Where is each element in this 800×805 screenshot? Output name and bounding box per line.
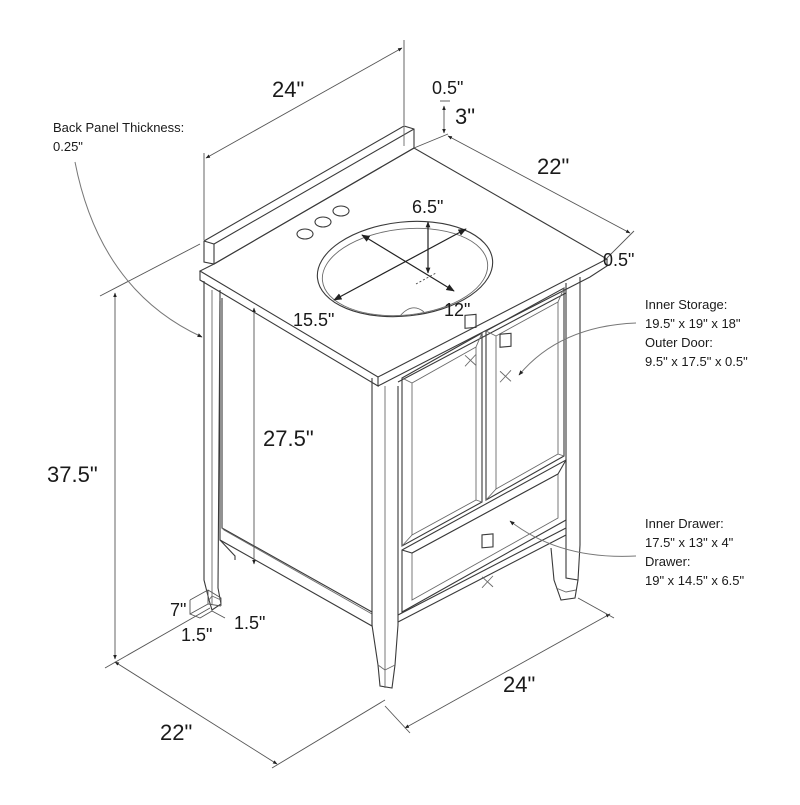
base-depth-dim-line: [114, 661, 278, 765]
leader-lines: [74, 161, 637, 557]
door-size: 9.5" x 17.5" x 0.5": [645, 354, 748, 369]
dim-cabinet-height: 27.5": [263, 426, 314, 451]
annotation-drawer: Inner Drawer: 17.5" x 13" x 4" Drawer: 1…: [645, 516, 745, 588]
drain-hole: [399, 307, 425, 317]
cabinet-body: [203, 277, 581, 689]
dim-top-width: 24": [272, 77, 304, 102]
dim-leg-width-front: 1.5": [234, 613, 265, 633]
countertop-surface: [198, 147, 609, 378]
dim-basin-depth: 6.5": [412, 197, 443, 217]
drawer-knob[interactable]: [481, 533, 494, 549]
left-door: [401, 332, 483, 547]
dim-backsplash-thickness: 0.5": [432, 78, 463, 98]
back-panel-label: Back Panel Thickness:: [53, 120, 184, 135]
right-door-knob[interactable]: [499, 332, 512, 348]
dim-overall-height: 37.5": [47, 462, 98, 487]
front-left-leg: [371, 378, 399, 689]
storage-title: Inner Storage:: [645, 297, 727, 312]
vanity-top: [198, 125, 609, 387]
inner-drawer-title: Inner Drawer:: [645, 516, 724, 531]
dim-leg-width-side: 1.5": [181, 625, 212, 645]
left-door-knob[interactable]: [464, 313, 477, 329]
top-depth-dim-line: [447, 135, 631, 234]
drawer-leader: [509, 520, 637, 557]
basin-width-arrow: [361, 234, 455, 292]
back-panel-leader: [74, 161, 203, 338]
annotation-storage: Inner Storage: 19.5" x 19" x 18" Outer D…: [645, 297, 748, 369]
storage-leader: [518, 322, 637, 376]
door-title: Outer Door:: [645, 335, 713, 350]
front-right-leg: [550, 547, 579, 601]
basin-length-arrow: [333, 228, 467, 301]
dim-top-depth: 22": [537, 154, 569, 179]
dimension-lines: [99, 40, 635, 769]
dim-base-width: 24": [503, 672, 535, 697]
dimension-labels: 24" 0.5" 3" 22" 0.5" 6.5" 15.5" 12" 37.5…: [47, 77, 634, 745]
drawer-front[interactable]: [401, 459, 567, 613]
leg-footprint-detail: [189, 589, 226, 619]
faucet-hole-right: [332, 205, 350, 217]
cabinet-drawer: [401, 459, 567, 613]
faucet-hole-left: [296, 228, 314, 240]
inner-drawer-size: 17.5" x 13" x 4": [645, 535, 734, 550]
dim-top-thickness: 0.5": [603, 250, 634, 270]
faucet-hole-center: [314, 216, 332, 228]
dim-basin-length: 15.5": [293, 310, 334, 330]
rear-left-leg: [203, 281, 222, 611]
storage-size: 19.5" x 19" x 18": [645, 316, 741, 331]
drawer-title: Drawer:: [645, 554, 691, 569]
front-right-post: [565, 277, 581, 581]
base-width-dim-line: [404, 613, 611, 729]
back-panel-value: 0.25": [53, 139, 83, 154]
cabinet-doors: [401, 287, 565, 547]
dim-base-depth: 22": [160, 720, 192, 745]
drawer-size: 19" x 14.5" x 6.5": [645, 573, 745, 588]
dim-backsplash-height: 3": [455, 104, 475, 129]
annotation-back-panel: Back Panel Thickness: 0.25": [53, 120, 184, 154]
sink-basin-outer: [316, 220, 494, 318]
dim-leg-height: 7": [170, 600, 186, 620]
dim-basin-width: 12": [444, 300, 470, 320]
top-width-dim-line: [205, 47, 403, 159]
